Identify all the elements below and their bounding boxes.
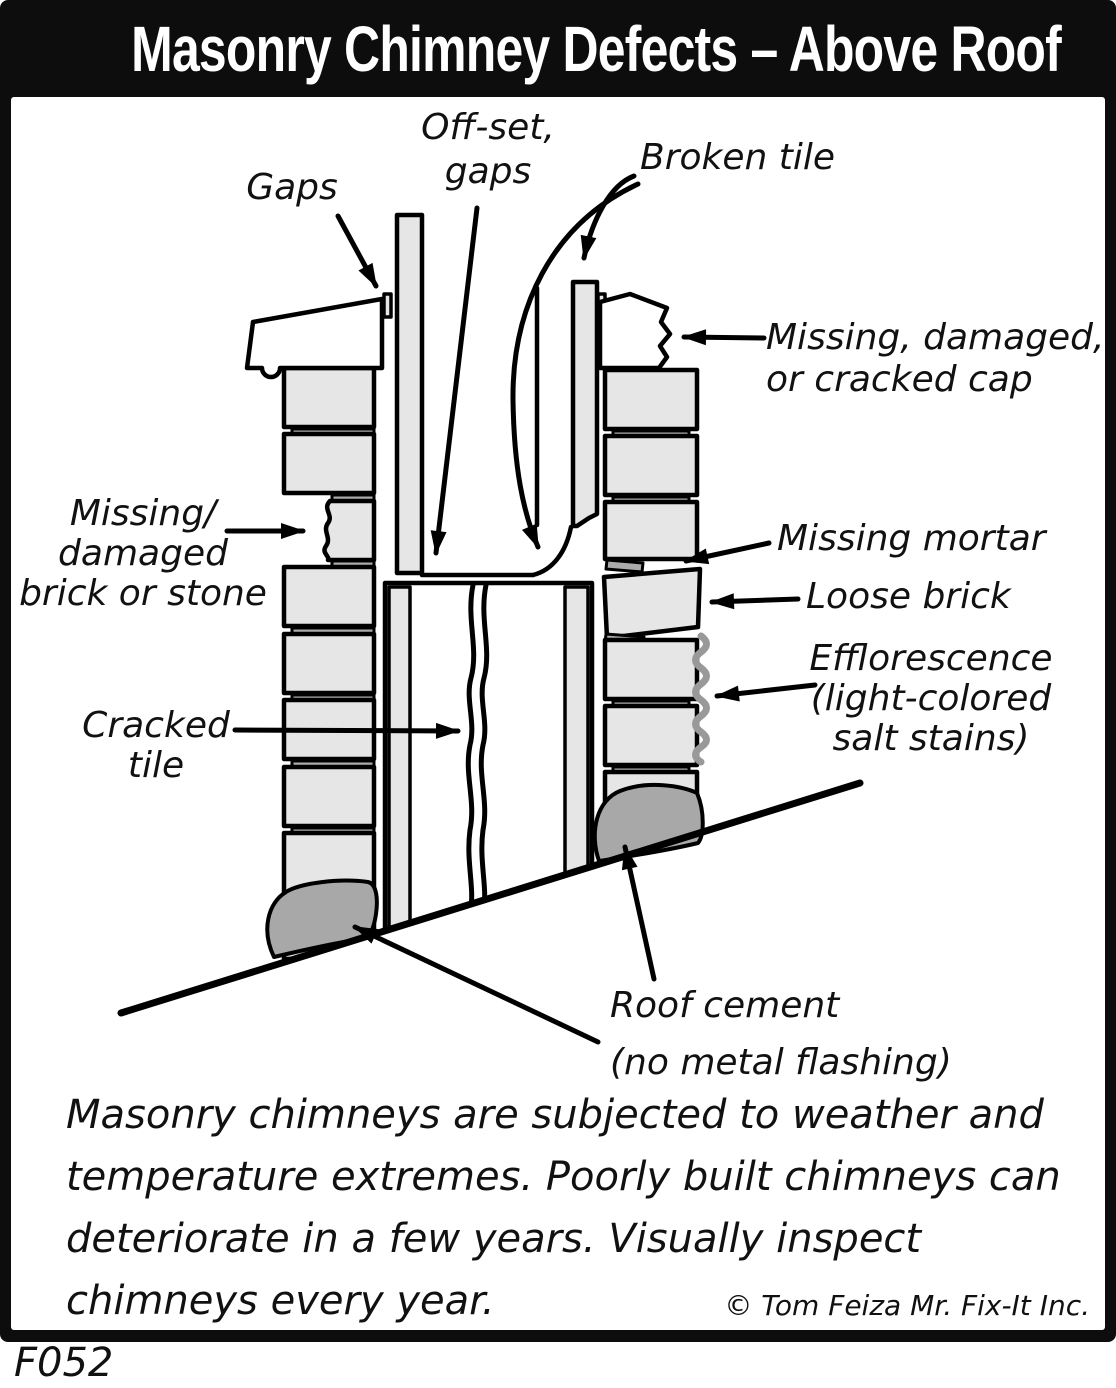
copyright-notice: © Tom Feiza Mr. Fix-It Inc. bbox=[724, 1289, 1090, 1322]
crack-line bbox=[478, 582, 490, 911]
label-broken-tile: Broken tile bbox=[640, 137, 836, 178]
label-missing-mortar: Missing mortar bbox=[777, 518, 1046, 559]
label-gaps: Gaps bbox=[246, 167, 338, 208]
left-chimney-bricks bbox=[281, 365, 377, 962]
caption-line: deteriorate in a few years. Visually ins… bbox=[66, 1216, 922, 1262]
cracked-tile-arrow bbox=[232, 722, 461, 739]
damaged-brick bbox=[322, 498, 377, 563]
title-bar: Masonry Chimney Defects – Above Roof bbox=[0, 12, 1116, 103]
label-loose-brick: Loose brick bbox=[806, 576, 1011, 617]
figure-code: F052 bbox=[14, 1340, 114, 1386]
roof-mask bbox=[115, 785, 905, 1075]
lower-flue-box bbox=[382, 580, 595, 940]
missing-mortar-arrow bbox=[683, 540, 772, 565]
cracked-cap-arrow bbox=[681, 329, 767, 346]
missing-mortar-joint bbox=[604, 558, 645, 574]
caption-line: Masonry chimneys are subjected to weathe… bbox=[66, 1092, 1044, 1138]
efflorescence-squiggle bbox=[692, 632, 710, 766]
label-cracked-tile: Cracked tile bbox=[82, 705, 230, 786]
caption-paragraph: Masonry chimneys are subjected to weathe… bbox=[66, 1084, 1061, 1332]
roof-cement-arrow-right bbox=[621, 844, 657, 982]
label-offset-gaps: Off-set, gaps bbox=[421, 107, 555, 192]
gap-tile-sliver-left bbox=[382, 292, 393, 319]
gaps-arrow bbox=[335, 213, 379, 289]
leader-arrows bbox=[224, 173, 818, 1045]
label-roof-cement: Roof cement (no metal flashing) bbox=[610, 985, 952, 1083]
loose-brick-arrow bbox=[709, 593, 801, 610]
caption-line: temperature extremes. Poorly built chimn… bbox=[66, 1154, 1061, 1200]
label-missing-brick: Missing/ damaged brick or stone bbox=[19, 493, 267, 614]
label-cracked-cap: Missing, damaged, or cracked cap bbox=[766, 317, 1105, 400]
page-title: Masonry Chimney Defects – Above Roof bbox=[131, 13, 1062, 85]
upper-flue-tiles bbox=[394, 212, 600, 578]
crack-line bbox=[465, 582, 477, 911]
left-chimney-cap bbox=[244, 292, 393, 380]
caption-line: chimneys every year. bbox=[66, 1278, 495, 1324]
right-chimney-cap bbox=[596, 291, 673, 371]
broken-tile-arrow-long bbox=[510, 181, 641, 550]
roof-line bbox=[117, 779, 864, 1017]
loose-brick bbox=[601, 566, 703, 641]
offset-gaps-arrow bbox=[430, 205, 480, 556]
label-efflorescence: Efflorescence (light-colored salt stains… bbox=[809, 638, 1053, 759]
left-flue-tile bbox=[394, 212, 425, 576]
efflorescence-arrow bbox=[714, 682, 818, 702]
broken-flue-tile bbox=[570, 279, 600, 529]
roof-cement-arrow-left bbox=[352, 924, 601, 1045]
